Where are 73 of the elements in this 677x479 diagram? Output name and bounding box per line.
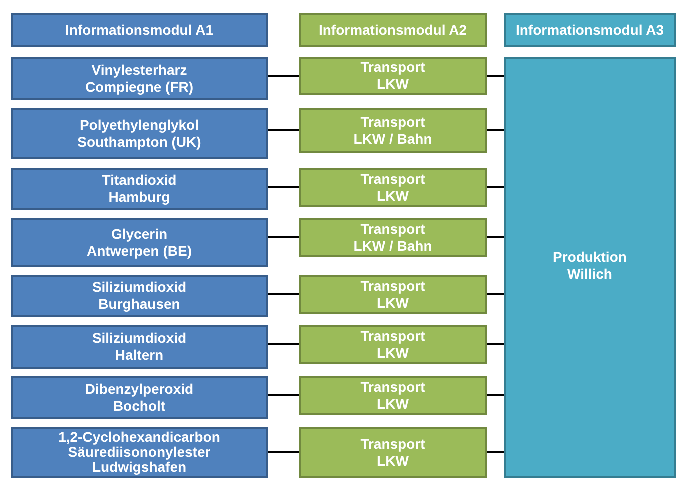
node-text: Informationsmodul A1 (65, 22, 214, 38)
node-text: Dibenzylperoxid (85, 380, 194, 398)
node-text: LKW / Bahn (354, 130, 432, 148)
connector-line (487, 130, 504, 132)
node-text: Transport (360, 220, 426, 238)
node-text: Antwerpen (BE) (87, 242, 192, 260)
node-text: Willich (568, 266, 612, 283)
node-text: Siliziumdioxid (92, 279, 187, 296)
transport-box (299, 376, 487, 415)
transport-box (299, 57, 487, 95)
material-box (11, 427, 268, 478)
node-text: LKW / Bahn (354, 238, 432, 254)
transport-box (299, 108, 487, 153)
node-text: Transport (360, 378, 426, 396)
module-header (504, 13, 676, 47)
transport-box (299, 325, 487, 364)
node-text: Transport (360, 59, 426, 76)
node-text: LKW (377, 188, 409, 204)
transport-box (299, 275, 487, 314)
node-text: LKW (377, 396, 409, 412)
material-box (11, 325, 268, 369)
connector-line (487, 186, 504, 188)
node-text: Informationsmodul A3 (516, 22, 664, 38)
connector-line (487, 75, 504, 77)
connector-line (268, 75, 299, 77)
material-box (11, 376, 268, 419)
node-text: Southampton (UK) (78, 134, 202, 150)
node-text: Hamburg (108, 189, 170, 206)
transport-box (299, 427, 487, 478)
connector-line (268, 344, 299, 346)
node-text: Informationsmodul A2 (318, 22, 468, 38)
module-header (299, 13, 487, 47)
module-header (11, 13, 268, 47)
material-box (11, 57, 268, 100)
connector-line (487, 236, 504, 238)
connector-line (268, 130, 299, 132)
node-text: Transport (360, 278, 426, 294)
node-text: Produktion (553, 249, 627, 266)
node-text: Siliziumdioxid (92, 330, 187, 347)
node-text: Polyethylenglykol (80, 116, 200, 134)
node-text: 1,2-Cyclohexandicarbon Säurediisononylester (58, 430, 222, 460)
connector-line (487, 294, 504, 296)
node-text: Compiegne (FR) (85, 78, 194, 96)
node-text: Glycerin (111, 226, 168, 242)
production-box (504, 57, 676, 478)
connector-line (487, 394, 504, 396)
material-box (11, 168, 268, 210)
node-text: Transport (360, 328, 426, 344)
connector-line (268, 394, 299, 396)
node-text: Burghausen (98, 296, 180, 313)
node-text: LKW (377, 344, 409, 362)
transport-box (299, 218, 487, 257)
connector-line (268, 294, 299, 296)
node-text: Titandioxid (102, 172, 177, 189)
node-text: Bocholt (113, 398, 166, 414)
node-text: Transport (360, 114, 426, 130)
transport-box (299, 168, 487, 207)
node-text: LKW (377, 76, 409, 93)
material-box (11, 218, 268, 267)
connector-line (268, 186, 299, 188)
node-text: LKW (377, 294, 409, 312)
connector-line (487, 452, 504, 454)
material-box (11, 275, 268, 317)
connector-line (268, 236, 299, 238)
node-text: Transport (360, 170, 426, 188)
node-text: Vinylesterharz (92, 62, 188, 78)
connector-line (268, 452, 299, 454)
node-text: Transport (360, 436, 426, 452)
connector-line (487, 344, 504, 346)
material-box (11, 108, 268, 159)
node-text: LKW (377, 452, 409, 470)
node-text: Haltern (115, 347, 164, 364)
node-text: Ludwigshafen (92, 460, 187, 475)
